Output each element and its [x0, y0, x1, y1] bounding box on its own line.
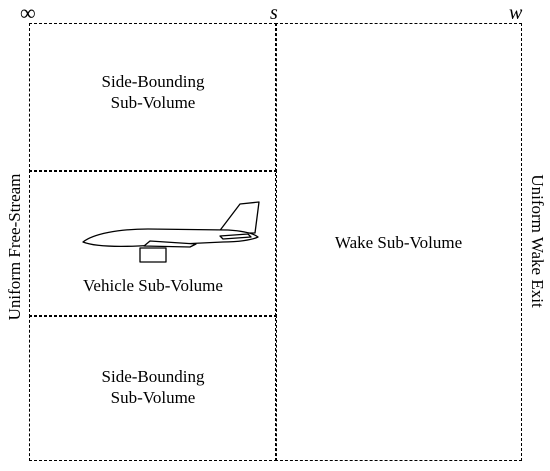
side-bottom-line2: Sub-Volume — [110, 388, 196, 408]
side-bounding-top-label: Side-Bounding Sub-Volume — [29, 71, 277, 114]
side-bounding-bottom-label: Side-Bounding Sub-Volume — [29, 366, 277, 409]
vehicle-label: Vehicle Sub-Volume — [83, 276, 223, 295]
fuselage — [82, 228, 259, 248]
uniform-wake-exit-label: Uniform Wake Exit — [528, 174, 547, 308]
infinity-label: ∞ — [20, 0, 36, 25]
side-bounding-bottom-region — [29, 315, 277, 461]
uniform-free-stream-label: Uniform Free-Stream — [5, 173, 24, 321]
side-top-line1: Side-Bounding — [101, 72, 205, 91]
station-w-label: w — [509, 2, 523, 24]
side-top-line2: Sub-Volume — [110, 93, 196, 113]
engine-nacelle — [139, 247, 167, 263]
side-bounding-top-region — [29, 23, 277, 172]
airplane-icon — [82, 201, 260, 263]
horizontal-stabilizer — [219, 233, 252, 240]
wing — [143, 240, 197, 248]
vehicle-region — [29, 170, 277, 317]
wake-region — [275, 23, 522, 461]
wake-label: Wake Sub-Volume — [334, 233, 463, 252]
tail-fin — [217, 201, 260, 234]
station-s-label: s — [270, 2, 278, 24]
side-bottom-line1: Side-Bounding — [101, 367, 205, 386]
